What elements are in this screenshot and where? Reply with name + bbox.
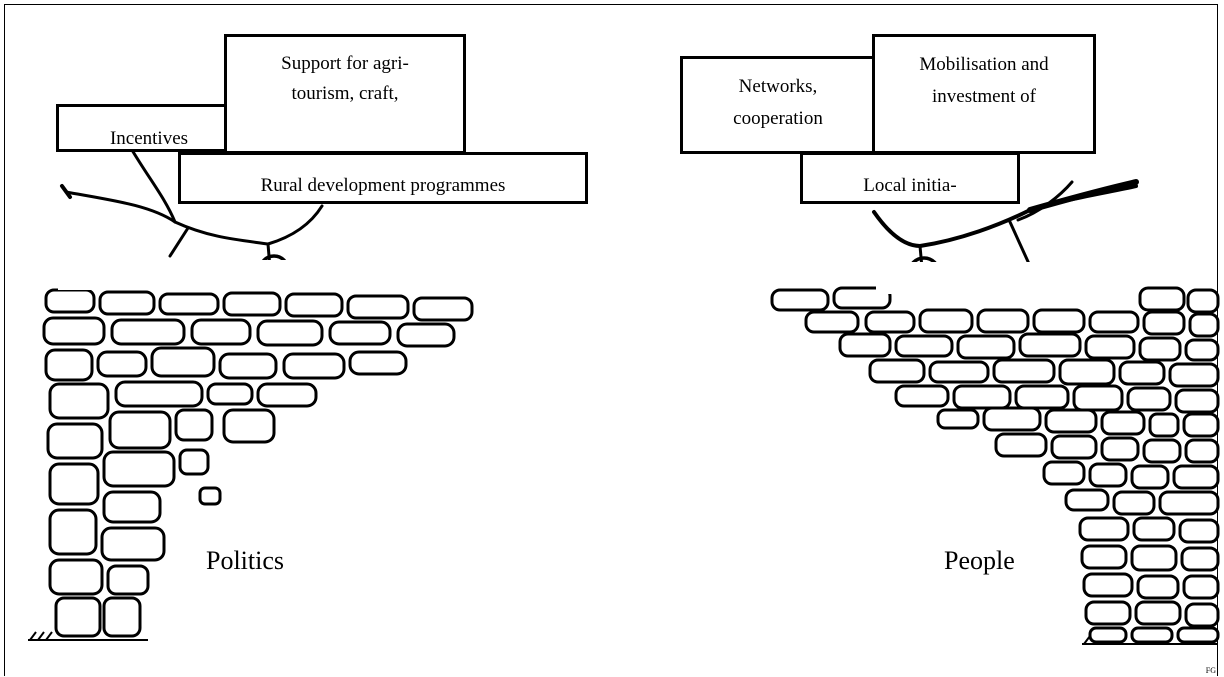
networks-line-2: cooperation [733,108,823,129]
right-stone-wall [770,286,1220,644]
mobilisation-investment-box: Mobilisation and investment of [872,34,1096,154]
left-label-mask [178,530,346,602]
rural-development-programmes-box: Rural development programmes [178,152,588,204]
right-wall-top-mask [876,262,1136,294]
politics-label: Politics [206,546,285,575]
mobilisation-line-2: investment of [932,86,1036,107]
mobilisation-line-1: Mobilisation and [919,54,1049,75]
networks-line-1: Networks, [738,76,818,97]
support-line-2: tourism, craft, [291,83,399,104]
left-stone-wall [42,288,474,638]
networks-cooperation-box: Networks, cooperation [680,56,876,154]
incentives-label: Incentives [109,128,189,149]
rural-development-label: Rural development programmes [260,175,506,196]
left-wall-top-mask [58,260,338,290]
figure-frame [4,4,1218,676]
local-initiatives-box: Local initia- [800,152,1020,204]
support-line-1: Support for agri- [281,53,409,74]
right-label-mask [916,530,1076,602]
author-credit: FG [1205,666,1216,675]
left-ground [28,631,148,641]
right-ground [1082,635,1218,645]
local-initiatives-label: Local initia- [863,175,957,196]
support-agritourism-box: Support for agri- tourism, craft, [224,34,466,154]
people-label: People [944,546,1015,575]
incentives-box: Incentives [56,104,242,152]
